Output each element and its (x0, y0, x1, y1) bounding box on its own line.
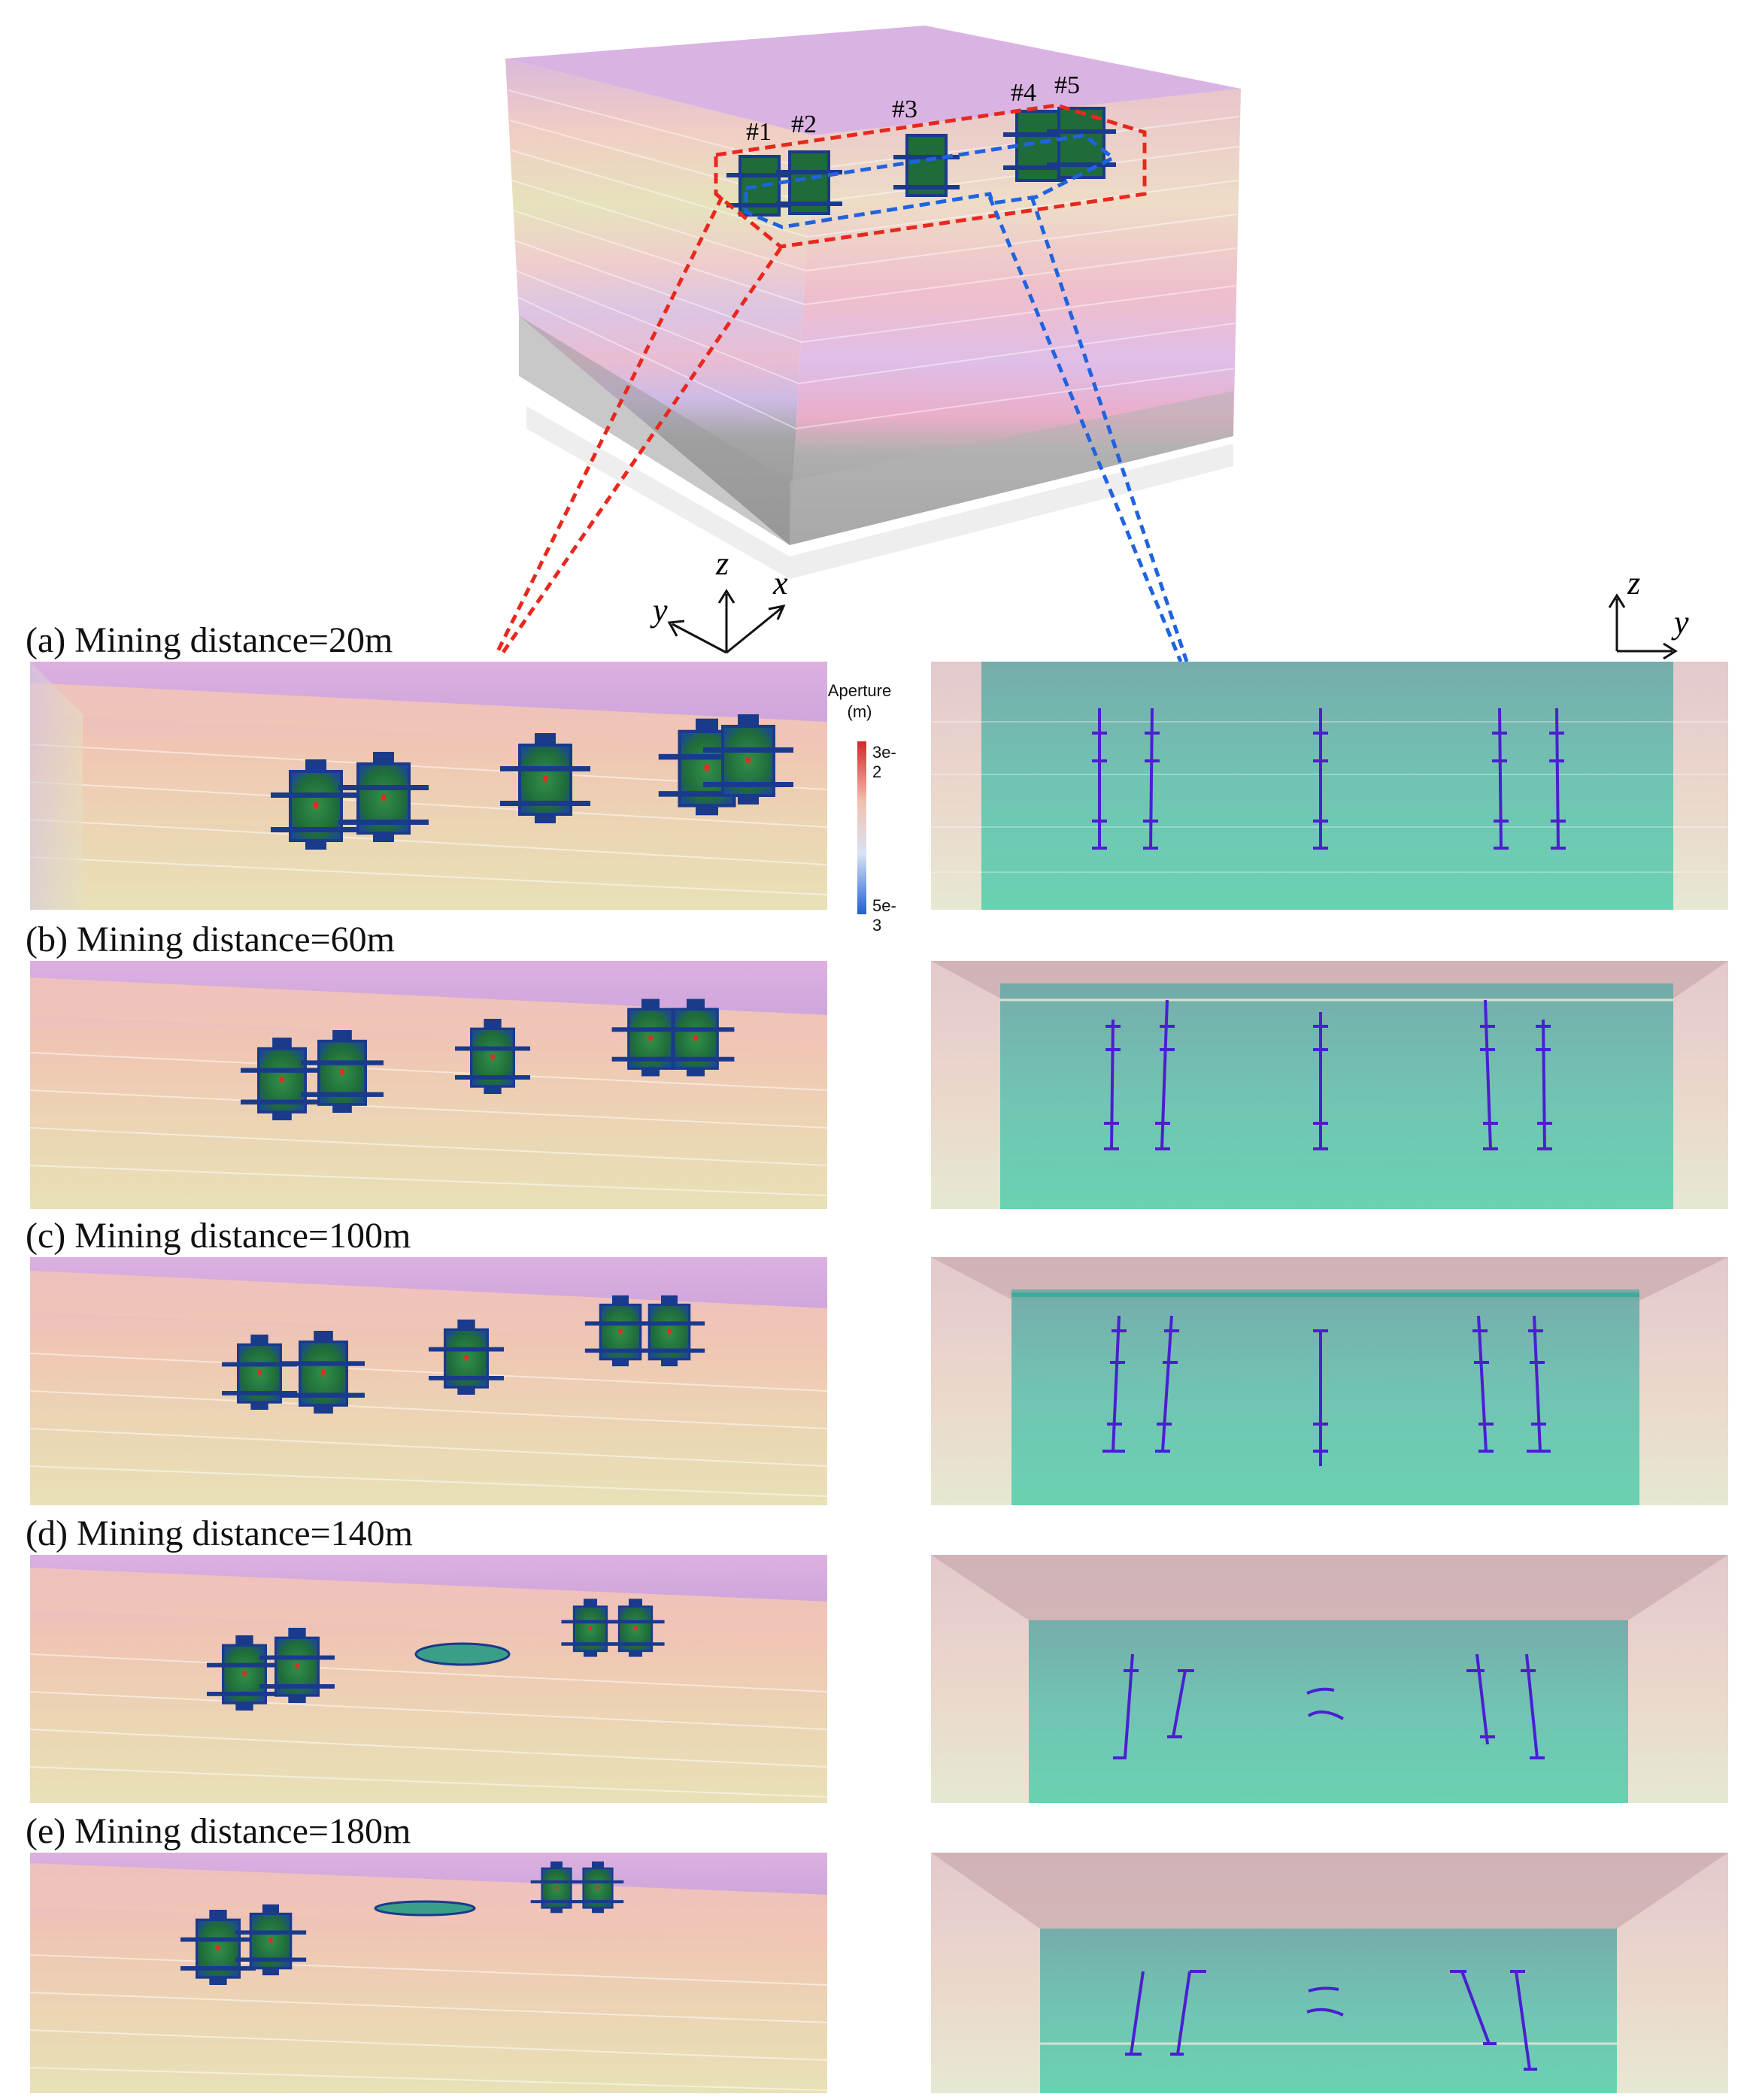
panel-d-perspective (29, 1555, 828, 1803)
colorbar-gradient (857, 741, 866, 914)
axis-x-left: x (772, 565, 788, 602)
axes-triad-left (667, 589, 786, 654)
blue-connector-line (1030, 196, 1189, 662)
colorbar-min-label: 5e-3 (872, 896, 896, 935)
panel-label-c: (c) Mining distance=100m (26, 1216, 411, 1256)
colorbar-title: Aperture (827, 681, 892, 700)
panel-e-perspective (29, 1853, 828, 2093)
red-selection-frame (714, 103, 1147, 249)
axis-z-right: z (1627, 565, 1640, 602)
blue-selection-frame (744, 133, 1117, 229)
model-top-face (505, 26, 1241, 135)
colorbar-unit: (m) (847, 702, 872, 721)
model-front-face (505, 59, 812, 545)
panel-b-perspective (29, 961, 828, 1209)
colorbar-max-label: 3e-2 (872, 743, 896, 781)
axis-y-right: y (1671, 604, 1689, 641)
panel-a-perspective (29, 662, 828, 910)
axes-triad-right (1608, 593, 1678, 660)
panel-c-perspective (29, 1257, 828, 1505)
fracture-label-3: #3 (892, 95, 917, 123)
fracture-label-5: #5 (1054, 71, 1080, 99)
panel-c-section (931, 1257, 1728, 1505)
fracture-label-1: #1 (746, 118, 772, 146)
panel-e-section (931, 1853, 1728, 2093)
panel-d-section (931, 1555, 1728, 1803)
panel-label-a: (a) Mining distance=20m (26, 620, 393, 660)
axis-z-left: z (715, 545, 729, 582)
panel-label-b: (b) Mining distance=60m (26, 920, 395, 959)
axis-y-left: y (650, 592, 668, 629)
panel-b-section (931, 961, 1728, 1209)
fracture-label-4: #4 (1011, 79, 1036, 107)
panel-a-section (931, 662, 1728, 910)
model-overview-block: #1 #2 #3 #4 #5 z x y z y (494, 26, 1689, 662)
aperture-colorbar: Aperture (m) 3e-2 5e-3 (818, 681, 901, 935)
red-connector-line (499, 247, 783, 657)
fracture-label-2: #2 (791, 111, 817, 138)
panel-label-e: (e) Mining distance=180m (26, 1811, 411, 1851)
panel-label-d: (d) Mining distance=140m (26, 1514, 413, 1553)
